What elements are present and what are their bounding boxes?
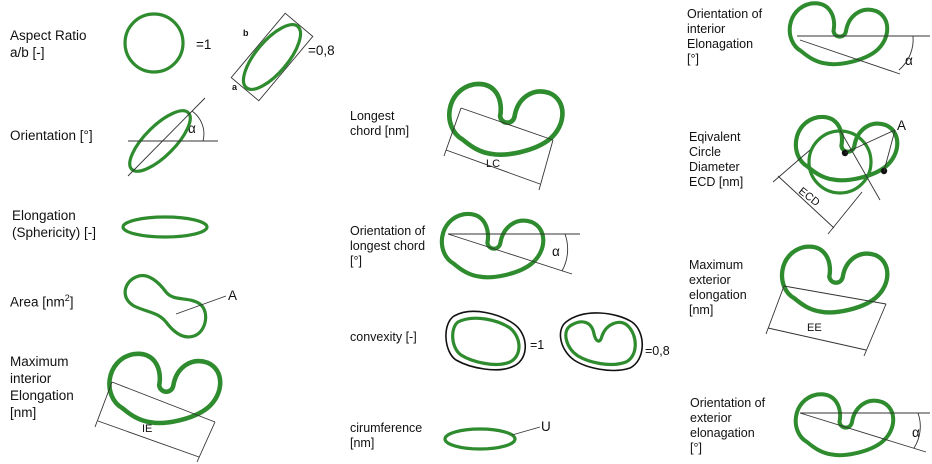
area-marker: A	[228, 288, 238, 303]
orientation-chord-label: Orientation of longest chord [°]	[350, 224, 426, 268]
elongation-ellipse	[121, 215, 209, 239]
orientation-angle: α	[188, 121, 196, 136]
circumference-marker: U	[541, 419, 551, 434]
orientation-chord-angle: α	[552, 244, 560, 259]
circumference-label: cirumference [nm]	[350, 421, 423, 450]
side-b-label: b	[243, 28, 249, 38]
lc-diagram	[443, 84, 562, 191]
orientation-interior-label: Orientation of interior Elonagation [°]	[687, 7, 763, 66]
orientation-exterior-diagram	[793, 392, 930, 458]
ie-diagram	[94, 354, 220, 463]
convexity-value-a: =1	[530, 338, 545, 352]
ee-diagram	[765, 247, 887, 357]
orientation-interior-diagram	[787, 1, 930, 75]
lc-measure: LC	[486, 158, 501, 170]
convexity-value-b: =0,8	[645, 344, 670, 358]
ecd-diagram	[772, 117, 897, 235]
aspect-bounding-box	[230, 12, 314, 102]
aspect-circle	[123, 12, 185, 74]
aspect-ratio-circle-value: =1	[196, 37, 212, 52]
aspect-ellipse-group	[230, 12, 314, 102]
circumference-diagram	[443, 426, 541, 451]
orientation-diagram	[127, 97, 218, 177]
ee-measure: EE	[807, 322, 822, 334]
max-exterior-label: Maximum exterior elongation [nm]	[689, 258, 747, 317]
convexity-label: convexity [-]	[350, 330, 417, 344]
longest-chord-label: Longest chord [nm]	[350, 109, 410, 138]
orientation-chord-diagram	[442, 214, 580, 277]
aspect-ratio-ellipse-value: =0,8	[308, 43, 335, 58]
area-label: Area [nm2]	[10, 293, 74, 310]
area-diagram	[123, 273, 227, 339]
orientation-interior-angle: α	[905, 53, 913, 68]
orientation-exterior-angle: α	[912, 425, 920, 440]
ecd-label: Eqivalent Circle Diameter ECD [nm]	[689, 130, 744, 189]
ecd-marker: A	[897, 118, 907, 133]
orientation-label: Orientation [°]	[10, 128, 93, 143]
ie-measure: IE	[142, 423, 153, 435]
orientation-exterior-label: Orientation of exterior elonagation [°]	[690, 396, 766, 455]
aspect-ratio-label: Aspect Ratio a/b [-]	[10, 28, 87, 60]
convexity-diagram	[445, 310, 644, 372]
elongation-label: Elongation (Sphericity) [-]	[12, 208, 97, 240]
max-interior-label: Maximum interior Elongation [nm]	[10, 354, 74, 420]
side-a-label: a	[232, 82, 238, 92]
aspect-ellipse	[241, 23, 303, 91]
